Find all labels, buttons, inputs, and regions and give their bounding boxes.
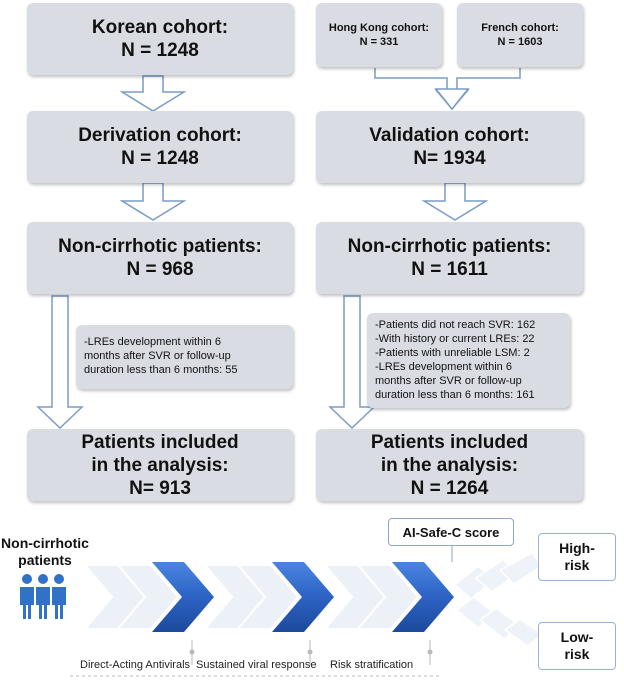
- right-exclusion-box: -Patients did not reach SVR: 162 -With h…: [367, 313, 570, 408]
- exclusion-line: months after SVR or follow-up: [375, 375, 522, 387]
- right-noncirrhotic-title: Non-cirrhotic patients:: [347, 236, 552, 257]
- branch-chevrons-up: [453, 552, 544, 600]
- patients-people-icon: [20, 574, 66, 619]
- down-arrow: [328, 295, 376, 430]
- high-risk-box: High- risk: [538, 533, 616, 581]
- derivation-cohort-box: Derivation cohort: N = 1248: [27, 111, 293, 183]
- hongkong-cohort-title: Hong Kong cohort:: [328, 22, 430, 34]
- left-noncirrhotic-n: N = 968: [126, 259, 194, 280]
- branch-chevrons-down: [455, 596, 544, 647]
- step-label-daa: Direct-Acting Antivirals: [80, 659, 191, 671]
- left-included-line2: in the analysis:: [91, 454, 229, 476]
- down-arrow: [119, 75, 187, 112]
- hongkong-cohort-box: Hong Kong cohort: N = 331: [316, 3, 442, 67]
- left-exclusion-box: -LREs development within 6 months after …: [76, 325, 293, 389]
- right-included-line2: in the analysis:: [380, 454, 519, 476]
- left-noncirrhotic-box: Non-cirrhotic patients: N = 968: [27, 222, 293, 294]
- step-label-svr: Sustained viral response: [196, 659, 317, 671]
- derivation-cohort-title: Derivation cohort:: [78, 125, 242, 146]
- korean-cohort-title: Korean cohort:: [91, 17, 229, 38]
- chevron-light: [115, 564, 180, 630]
- timeline-dots: [189, 649, 433, 655]
- low-risk-line2: risk: [564, 646, 590, 662]
- down-arrow: [119, 182, 187, 221]
- light-chevrons: [82, 564, 420, 630]
- workflow-start-line2: patients: [18, 552, 72, 568]
- low-risk-line1: Low-: [560, 629, 594, 645]
- exclusion-line: -Patients with unreliable LSM: 2: [375, 347, 530, 359]
- chevron-light: [355, 564, 420, 630]
- right-included-line1: Patients included: [370, 431, 529, 453]
- right-noncirrhotic-n: N = 1611: [411, 259, 488, 280]
- french-cohort-box: French cohort: N = 1603: [457, 3, 583, 67]
- exclusion-line: -LREs development within 6: [84, 336, 221, 348]
- down-arrow: [421, 182, 489, 221]
- ai-safe-c-score-label: AI-Safe-C score: [402, 524, 500, 540]
- validation-cohort-n: N= 1934: [413, 148, 486, 169]
- left-included-box: Patients included in the analysis: N= 91…: [27, 429, 293, 501]
- korean-cohort-n: N = 1248: [121, 40, 199, 61]
- exclusion-line: duration less than 6 months: 55: [84, 364, 238, 376]
- validation-cohort-box: Validation cohort: N= 1934: [316, 111, 583, 183]
- workflow-start-line1: Non-cirrhotic: [1, 535, 89, 551]
- left-included-n: N= 913: [129, 477, 191, 499]
- workflow-start-label: Non-cirrhotic patients: [0, 535, 90, 569]
- dark-chevrons: [152, 562, 454, 632]
- korean-cohort-box: Korean cohort: N = 1248: [27, 3, 293, 75]
- french-cohort-n: N = 1603: [497, 36, 543, 48]
- exclusion-line: -With history or current LREs: 22: [375, 333, 535, 345]
- exclusion-line: -LREs development within 6: [375, 361, 512, 373]
- exclusion-line: months after SVR or follow-up: [84, 350, 231, 362]
- high-risk-line1: High-: [559, 540, 595, 556]
- left-noncirrhotic-title: Non-cirrhotic patients:: [58, 236, 262, 257]
- exclusion-line: duration less than 6 months: 161: [375, 389, 535, 401]
- chevron-dark: [392, 562, 454, 632]
- high-risk-line2: risk: [564, 557, 590, 573]
- step-label-risk: Risk stratification: [330, 659, 414, 671]
- french-cohort-title: French cohort:: [481, 22, 559, 34]
- merge-arrow-head: [434, 88, 470, 111]
- right-included-n: N = 1264: [410, 477, 489, 499]
- chevron-dark: [152, 562, 214, 632]
- down-arrow: [36, 295, 84, 430]
- low-risk-box: Low- risk: [538, 622, 616, 670]
- chevron-light: [235, 564, 300, 630]
- validation-cohort-title: Validation cohort:: [369, 125, 530, 146]
- chevron-dark: [272, 562, 334, 632]
- exclusion-line: -Patients did not reach SVR: 162: [375, 319, 536, 331]
- hongkong-cohort-n: N = 331: [359, 36, 399, 48]
- ai-safe-c-score-box: AI-Safe-C score: [388, 518, 514, 546]
- right-included-box: Patients included in the analysis: N = 1…: [316, 429, 583, 501]
- left-included-line1: Patients included: [81, 431, 239, 453]
- right-noncirrhotic-box: Non-cirrhotic patients: N = 1611: [316, 222, 583, 294]
- derivation-cohort-n: N = 1248: [121, 148, 199, 169]
